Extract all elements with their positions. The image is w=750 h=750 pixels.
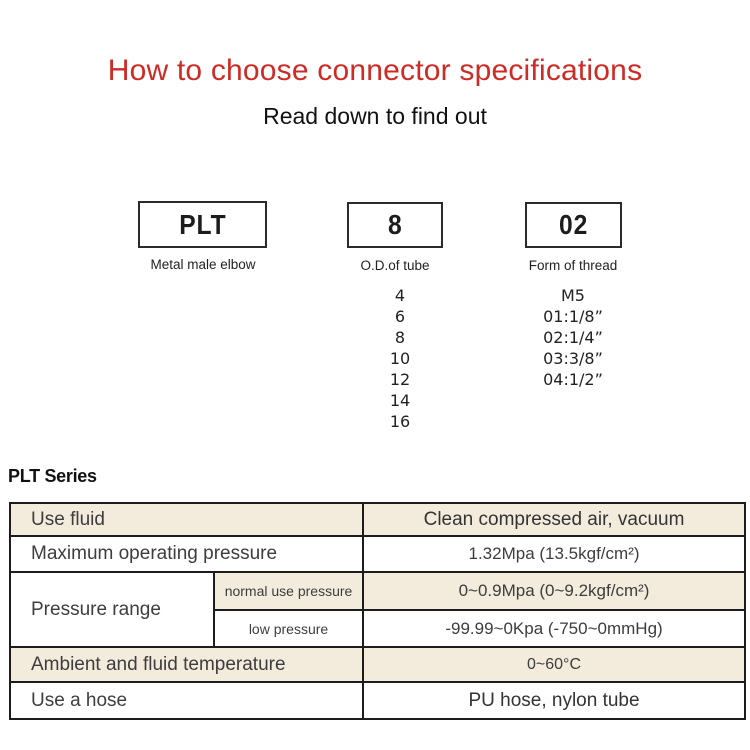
list-item: 10 [389,349,411,368]
page-subtitle: Read down to find out [263,103,487,129]
code-box-tube-text: 8 [387,209,403,240]
list-item: 16 [389,412,411,431]
caption-thread: Form of thread [528,258,618,273]
sub-value-low-pressure: -99.99~0Kpa (-750~0mmHg) [362,609,747,648]
row-label-use-fluid: Use fluid [8,502,365,537]
row-value-max-pressure: 1.32Mpa (13.5kgf/cm²) [362,535,747,573]
sub-label-low-pressure: low pressure [212,609,365,648]
list-item: M5 [561,286,585,305]
list-item: 8 [394,328,406,347]
spec-table: Use fluid Clean compressed air, vacuum M… [8,502,747,720]
code-box-thread-text: 02 [558,209,589,240]
list-item: 14 [389,391,411,410]
table-row: Use a hose PU hose, nylon tube [8,681,747,720]
code-box-thread: 02 [525,202,622,248]
row-label-pressure-range: Pressure range [9,571,215,648]
list-item: 6 [394,307,406,326]
row-value-temperature: 0~60°C [362,646,747,683]
list-item: 03:3/8” [543,349,603,368]
sub-value-normal-pressure: 0~0.9Mpa (0~9.2kgf/cm²) [362,571,747,611]
list-item: 04:1/2” [543,370,603,389]
sub-label-normal-pressure: normal use pressure [212,571,365,611]
table-row: Use fluid Clean compressed air, vacuum [8,502,747,537]
thread-form-list: M5 01:1/8” 02:1/4” 03:3/8” 04:1/2” [503,285,643,390]
row-label-max-pressure: Maximum operating pressure [8,535,365,573]
caption-series: Metal male elbow [150,257,256,272]
table-row: Ambient and fluid temperature 0~60°C [8,646,747,683]
series-heading: PLT Series [8,466,97,486]
code-box-series: PLT [138,201,267,248]
table-row: low pressure -99.99~0Kpa (-750~0mmHg) [10,609,747,648]
row-label-hose: Use a hose [8,681,365,720]
page-title: How to choose connector specifications [107,54,643,87]
table-row: Pressure range normal use pressure 0~0.9… [9,571,747,648]
code-box-series-text: PLT [178,208,227,240]
caption-tube: O.D.of tube [360,258,430,273]
list-item: 4 [394,286,406,305]
tube-size-list: 4 6 8 10 12 14 16 [340,285,460,432]
list-item: 01:1/8” [543,307,603,326]
code-box-tube: 8 [347,202,443,248]
list-item: 02:1/4” [543,328,603,347]
table-row: Maximum operating pressure 1.32Mpa (13.5… [8,535,747,573]
row-label-temperature: Ambient and fluid temperature [8,646,365,683]
row-value-hose: PU hose, nylon tube [362,681,747,720]
row-value-use-fluid: Clean compressed air, vacuum [362,502,747,537]
list-item: 12 [389,370,411,389]
